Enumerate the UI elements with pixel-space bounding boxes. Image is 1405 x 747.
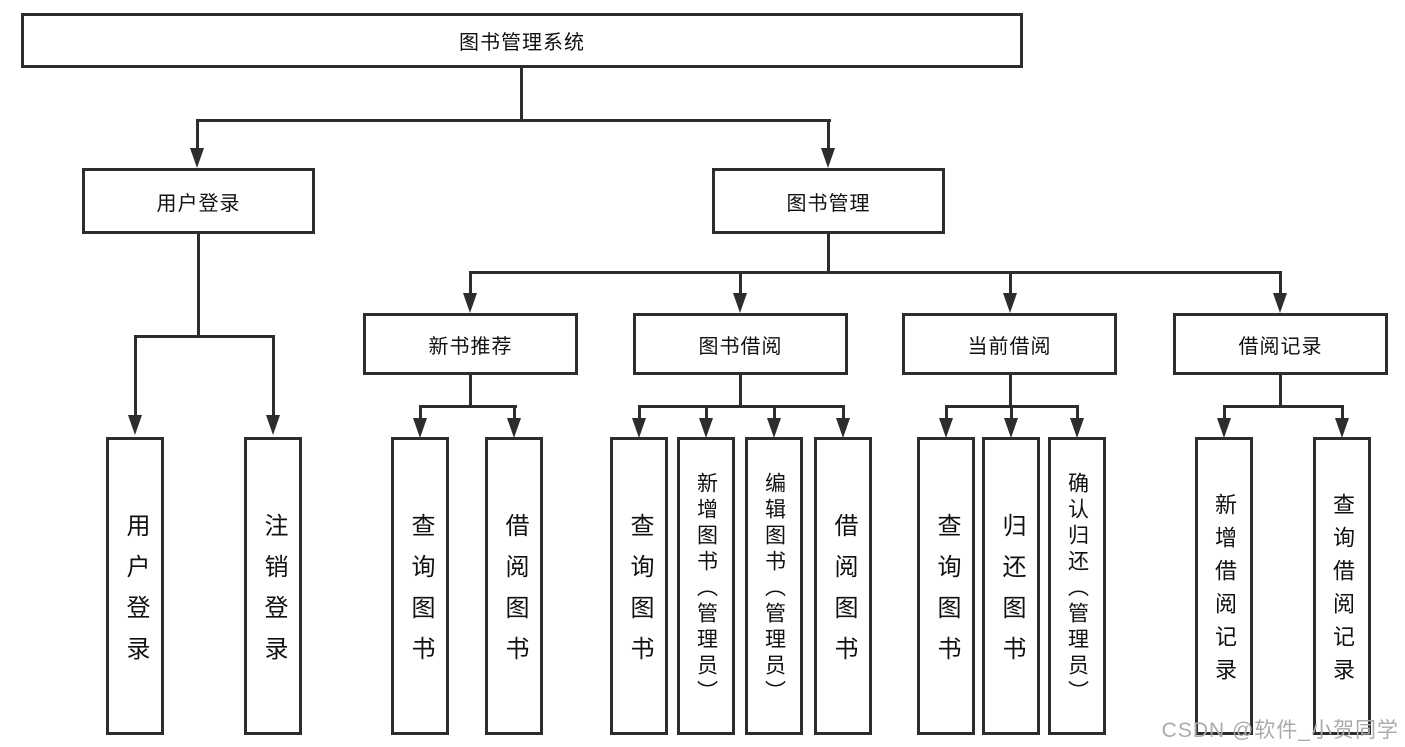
arrow-down-icon <box>1003 293 1017 313</box>
connector-line <box>1223 405 1226 420</box>
arrow-down-icon <box>413 418 427 438</box>
leaf-borrow-books-newbook-label: 借阅图书 <box>501 512 528 677</box>
node-book-borrowing: 图书借阅 <box>633 313 848 375</box>
connector-line <box>1341 405 1344 420</box>
connector-line <box>1279 375 1282 407</box>
connector-line <box>469 375 472 407</box>
arrow-down-icon <box>1335 418 1349 438</box>
connector-line <box>1223 405 1344 408</box>
leaf-confirm-return-admin-label: 确认归还（管理员） <box>1065 471 1089 706</box>
leaf-logout-login: 注销登录 <box>244 437 302 735</box>
leaf-query-borrow-record: 查询借阅记录 <box>1313 437 1371 735</box>
arrow-down-icon <box>699 418 713 438</box>
connector-line <box>469 271 472 295</box>
node-user-login-label: 用户登录 <box>156 192 241 215</box>
connector-line <box>827 119 830 150</box>
connector-line <box>638 405 641 420</box>
connector-line <box>196 119 199 150</box>
node-user-login: 用户登录 <box>82 168 315 234</box>
arrow-down-icon <box>632 418 646 438</box>
connector-line <box>739 271 742 295</box>
leaf-add-book-admin-label: 新增图书（管理员） <box>694 471 718 706</box>
leaf-edit-book-admin-label: 编辑图书（管理员） <box>762 471 786 706</box>
node-new-book-recommendation: 新书推荐 <box>363 313 578 375</box>
leaf-confirm-return-admin: 确认归还（管理员） <box>1048 437 1106 735</box>
watermark: CSDN @软件_小贺同学 <box>1161 719 1399 742</box>
connector-line <box>1009 375 1012 407</box>
connector-line <box>705 405 708 420</box>
node-book-management-label: 图书管理 <box>786 192 871 215</box>
connector-line <box>272 335 275 415</box>
leaf-query-borrow-record-label: 查询借阅记录 <box>1330 492 1355 691</box>
connector-line <box>419 405 422 420</box>
node-root: 图书管理系统 <box>21 13 1023 68</box>
leaf-add-borrow-record: 新增借阅记录 <box>1195 437 1253 735</box>
connector-line <box>520 68 523 120</box>
leaf-logout-login-label: 注销登录 <box>260 512 287 677</box>
connector-line <box>469 271 1282 274</box>
node-root-label: 图书管理系统 <box>459 32 585 54</box>
leaf-query-books-current: 查询图书 <box>917 437 975 735</box>
arrow-down-icon <box>939 418 953 438</box>
connector-line <box>1009 271 1012 295</box>
connector-line <box>196 119 831 122</box>
connector-line <box>1279 271 1282 295</box>
arrow-down-icon <box>1217 418 1231 438</box>
connector-line <box>513 405 516 420</box>
arrow-down-icon <box>190 148 204 168</box>
connector-line <box>1010 405 1013 420</box>
node-book-borrowing-label: 图书借阅 <box>698 335 783 358</box>
node-current-borrowing-label: 当前借阅 <box>967 335 1052 358</box>
connector-line <box>827 234 830 273</box>
leaf-query-books-borrowing-label: 查询图书 <box>626 512 653 677</box>
node-borrowing-records-label: 借阅记录 <box>1238 335 1323 358</box>
connector-line <box>773 405 776 420</box>
arrow-down-icon <box>767 418 781 438</box>
arrow-down-icon <box>733 293 747 313</box>
node-book-management: 图书管理 <box>712 168 945 234</box>
connector-line <box>638 405 845 408</box>
leaf-query-books-newbook-label: 查询图书 <box>407 512 434 677</box>
leaf-user-login: 用户登录 <box>106 437 164 735</box>
leaf-return-books: 归还图书 <box>982 437 1040 735</box>
node-borrowing-records: 借阅记录 <box>1173 313 1388 375</box>
arrow-down-icon <box>836 418 850 438</box>
leaf-query-books-current-label: 查询图书 <box>933 512 960 677</box>
connector-line <box>1076 405 1079 420</box>
node-new-book-recommendation-label: 新书推荐 <box>428 335 513 358</box>
arrow-down-icon <box>1273 293 1287 313</box>
connector-line <box>419 405 517 408</box>
connector-line <box>842 405 845 420</box>
connector-line <box>945 405 948 420</box>
arrow-down-icon <box>821 148 835 168</box>
arrow-down-icon <box>507 418 521 438</box>
connector-line <box>197 234 200 337</box>
leaf-add-book-admin: 新增图书（管理员） <box>677 437 735 735</box>
arrow-down-icon <box>128 415 142 435</box>
leaf-return-books-label: 归还图书 <box>998 512 1025 677</box>
arrow-down-icon <box>463 293 477 313</box>
leaf-query-books-newbook: 查询图书 <box>391 437 449 735</box>
connector-line <box>134 335 137 415</box>
leaf-user-login-label: 用户登录 <box>122 512 149 677</box>
leaf-borrow-books-newbook: 借阅图书 <box>485 437 543 735</box>
leaf-add-borrow-record-label: 新增借阅记录 <box>1212 492 1237 691</box>
arrow-down-icon <box>266 415 280 435</box>
leaf-borrow-books-borrowing: 借阅图书 <box>814 437 872 735</box>
node-current-borrowing: 当前借阅 <box>902 313 1117 375</box>
arrow-down-icon <box>1004 418 1018 438</box>
leaf-query-books-borrowing: 查询图书 <box>610 437 668 735</box>
arrow-down-icon <box>1070 418 1084 438</box>
connector-line <box>739 375 742 407</box>
leaf-edit-book-admin: 编辑图书（管理员） <box>745 437 803 735</box>
leaf-borrow-books-borrowing-label: 借阅图书 <box>830 512 857 677</box>
connector-line <box>134 335 275 338</box>
